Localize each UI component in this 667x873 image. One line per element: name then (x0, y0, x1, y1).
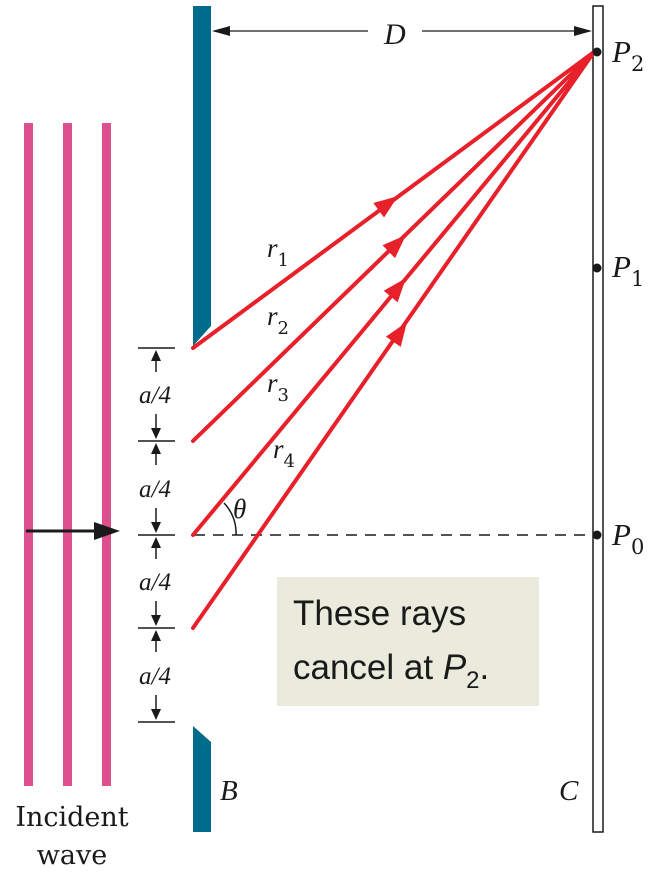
barrier-label: B (220, 775, 238, 807)
point-p2-label: P2 (611, 34, 644, 76)
incident-label-line-1: Incident (15, 802, 128, 833)
point-p0-dot (592, 530, 602, 540)
ray-1-arrowhead (373, 196, 398, 218)
screen (592, 5, 604, 833)
point-p2-dot (592, 47, 602, 57)
spacing-head-1b (151, 428, 161, 439)
wavefront-1 (24, 123, 33, 786)
barrier-upper (193, 6, 211, 346)
incident-arrowhead (94, 522, 120, 540)
ray-3-arrowhead (383, 278, 406, 303)
point-p1-dot (592, 263, 602, 273)
spacing-head-4b (151, 709, 161, 720)
spacing-arrowheads (151, 350, 161, 720)
spacing-label-4: a/4 (139, 663, 171, 690)
spacing-label-2: a/4 (139, 476, 171, 503)
theta-arc (223, 502, 237, 536)
point-p1-label: P1 (611, 249, 644, 291)
ray-1-label: r1 (267, 233, 289, 271)
spacing-head-3a (151, 537, 161, 548)
spacing-head-1a (151, 350, 161, 361)
spacing-head-2a (151, 443, 161, 454)
callout-box (277, 577, 539, 706)
wavefront-3 (102, 123, 111, 786)
screen-label: C (559, 775, 579, 807)
wavefront-2 (63, 123, 72, 786)
distance-label: D (383, 18, 406, 51)
incident-label-line-2: wave (37, 840, 107, 871)
spacing-label-1: a/4 (139, 382, 171, 409)
spacing-label-3: a/4 (139, 569, 171, 596)
ray-4-label: r4 (273, 434, 295, 472)
spacing-head-2b (151, 522, 161, 533)
theta-label: θ (233, 494, 246, 524)
ray-2-arrowhead (382, 235, 406, 259)
spacing-head-4a (151, 630, 161, 641)
ray-4-arrowhead (385, 322, 407, 347)
spacing-head-3b (151, 615, 161, 626)
callout-line-2: cancel at P2. (293, 648, 489, 694)
point-p0-label: P0 (611, 517, 644, 559)
barrier-lower (193, 726, 211, 832)
ray-2-label: r2 (267, 301, 289, 339)
ray-3-label: r3 (267, 368, 289, 406)
distance-arrowhead-right (574, 26, 592, 36)
ray-arrowheads (373, 196, 407, 347)
callout-line-1: These rays (293, 594, 466, 633)
distance-arrowhead-left (212, 26, 230, 36)
